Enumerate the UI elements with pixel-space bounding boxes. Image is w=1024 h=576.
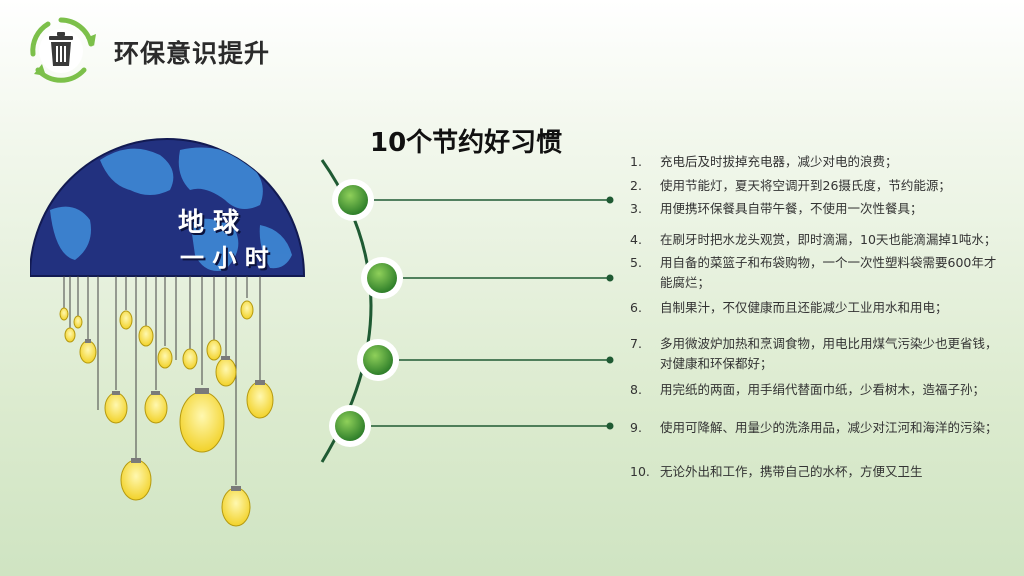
trash-can-recycle-icon — [24, 14, 98, 88]
earth-hour-illustration: 地 球 一 小 时 — [28, 130, 320, 540]
list-item-number: 4. — [630, 232, 642, 247]
list-item: 6. 自制果汁，不仅健康而且还能减少工业用水和用电； — [630, 298, 1000, 318]
list-item-number: 6. — [630, 300, 642, 315]
list-item: 8. 用完纸的两面，用手绢代替面巾纸，少看树木，造福子孙； — [630, 380, 1000, 400]
list-item-text: 在刷牙时把水龙头观赏，即时滴漏，10天也能滴漏掉1吨水； — [660, 232, 997, 247]
list-item-number: 1. — [630, 154, 642, 169]
list-item-text: 使用节能灯，夏天将空调开到26摄氏度，节约能源； — [660, 178, 951, 193]
list-item-text: 用完纸的两面，用手绢代替面巾纸，少看树木，造福子孙； — [660, 382, 986, 397]
section-title: 10个节约好习惯 — [370, 128, 563, 158]
list-item: 5. 用自备的菜篮子和布袋购物，一个一次性塑料袋需要600年才能腐烂； — [630, 253, 1000, 293]
list-item-text: 用自备的菜篮子和布袋购物，一个一次性塑料袋需要600年才能腐烂； — [660, 255, 997, 290]
list-item-text: 多用微波炉加热和烹调食物，用电比用煤气污染少也更省钱，对健康和环保都好； — [660, 336, 998, 371]
timeline — [300, 150, 640, 470]
list-item: 10. 无论外出和工作，携带自己的水杯，方便又卫生 — [630, 462, 1000, 482]
list-item-text: 使用可降解、用量少的洗涤用品，减少对江河和海洋的污染； — [660, 420, 998, 435]
timeline-node-1 — [332, 179, 614, 221]
list-item-number: 5. — [630, 255, 642, 270]
timeline-node-3 — [357, 339, 614, 381]
list-item-number: 8. — [630, 382, 642, 397]
globe-text-line2: 一 小 时 — [180, 244, 269, 272]
list-item-number: 10. — [630, 464, 650, 479]
list-item: 3. 用便携环保餐具自带午餐，不使用一次性餐具； — [630, 199, 1000, 219]
globe-text-line1: 地 球 — [178, 208, 240, 238]
list-item: 7. 多用微波炉加热和烹调食物，用电比用煤气污染少也更省钱，对健康和环保都好； — [630, 334, 1000, 374]
list-item-text: 无论外出和工作，携带自己的水杯，方便又卫生 — [660, 464, 923, 479]
timeline-node-2 — [361, 257, 614, 299]
list-item-number: 2. — [630, 178, 642, 193]
list-item-number: 7. — [630, 336, 642, 351]
list-item: 4. 在刷牙时把水龙头观赏，即时滴漏，10天也能滴漏掉1吨水； — [630, 230, 1000, 250]
list-item: 9. 使用可降解、用量少的洗涤用品，减少对江河和海洋的污染； — [630, 418, 1000, 438]
list-item-number: 3. — [630, 201, 642, 216]
timeline-node-4 — [329, 405, 614, 447]
list-item-text: 用便携环保餐具自带午餐，不使用一次性餐具； — [660, 201, 923, 216]
list-item: 2. 使用节能灯，夏天将空调开到26摄氏度，节约能源； — [630, 176, 1000, 196]
list-item-text: 充电后及时拔掉充电器，减少对电的浪费； — [660, 154, 898, 169]
list-item-text: 自制果汁，不仅健康而且还能减少工业用水和用电； — [660, 300, 948, 315]
list-item: 1. 充电后及时拔掉充电器，减少对电的浪费； — [630, 152, 1000, 172]
list-item-number: 9. — [630, 420, 642, 435]
page-title: 环保意识提升 — [114, 39, 271, 68]
